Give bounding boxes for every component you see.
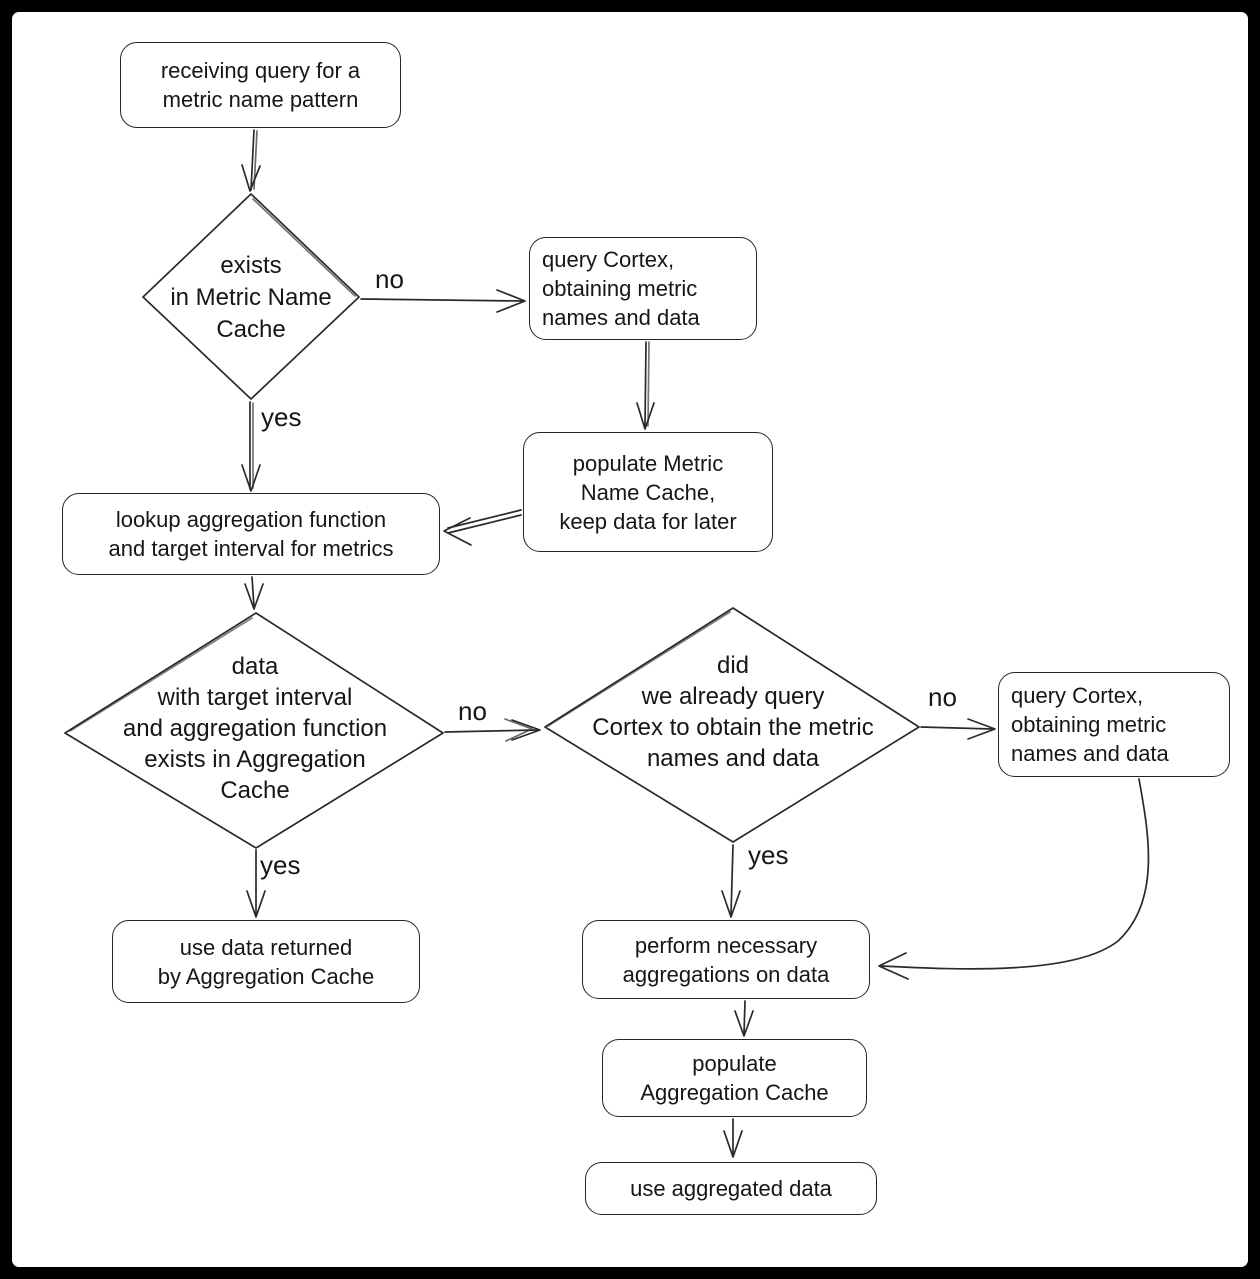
edge-label-yes-already-queried: yes — [748, 840, 789, 870]
edge-label-no-already-queried: no — [928, 682, 957, 712]
decision-data-exists-aggregation-cache-sketch — [69, 617, 253, 732]
edge-receive-to-exists — [250, 129, 255, 191]
node-perform-aggregations: perform necessary aggregations on data — [582, 920, 870, 999]
edge-query-to-populate-arrowhead — [636, 402, 655, 430]
node-receiving-query: receiving query for a metric name patter… — [120, 42, 401, 128]
edge-perform-to-populate-ac-arrowhead — [734, 1010, 754, 1037]
node-populate-metric-name-cache: populate Metric Name Cache, keep data fo… — [523, 432, 773, 552]
edge-label-no-aggregation-cache: no — [458, 696, 487, 726]
edge-already-yes-arrowhead — [721, 890, 741, 918]
edge-label-yes-exists-cache: yes — [261, 402, 302, 432]
edge-populate-to-lookup-sketch — [447, 514, 522, 534]
edge-lookup-to-data-exists — [251, 576, 255, 608]
decision-exists-metric-name-cache-shape — [142, 193, 360, 400]
edge-already-no — [920, 726, 993, 730]
node-use-data-from-aggregation-cache: use data returned by Aggregation Cache — [112, 920, 420, 1003]
edge-populate-ac-to-use-arrowhead — [723, 1130, 743, 1158]
decision-already-queried-cortex-sketch — [547, 611, 731, 727]
node-query-cortex-2: query Cortex, obtaining metric names and… — [998, 672, 1230, 777]
edge-exists-no-arrowhead — [496, 289, 526, 313]
decision-data-exists-aggregation-cache-shape — [64, 612, 444, 849]
edge-data-exists-no-arrowhead-sketch — [504, 718, 533, 742]
edge-lookup-to-data-exists-arrowhead — [244, 583, 264, 610]
edge-populate-to-lookup-arrowhead — [443, 517, 472, 546]
decision-exists-metric-name-cache-sketch — [252, 198, 356, 297]
edge-perform-to-populate-ac — [743, 1000, 746, 1035]
node-lookup-aggregation-function: lookup aggregation function and target i… — [62, 493, 440, 575]
node-use-aggregated-data: use aggregated data — [585, 1162, 877, 1215]
edge-data-exists-no-arrowhead — [511, 719, 541, 741]
edge-receive-to-exists-arrowhead — [241, 164, 261, 192]
edge-data-exists-yes-arrowhead — [246, 890, 266, 918]
edge-exists-no-to-query-cortex — [360, 298, 523, 302]
edge-already-no-arrowhead — [967, 718, 996, 740]
edge-label-no-exists-cache: no — [375, 264, 404, 294]
edge-data-exists-no — [444, 729, 538, 733]
edge-label-yes-aggregation-cache: yes — [260, 850, 301, 880]
node-query-cortex-1: query Cortex, obtaining metric names and… — [529, 237, 757, 340]
edge-populate-to-lookup — [447, 509, 522, 529]
edge-query2-to-perform-arrowhead — [878, 952, 909, 980]
decision-already-queried-cortex-shape — [544, 607, 920, 843]
edge-query-to-populate-sketch — [647, 341, 650, 427]
edge-query2-to-perform — [881, 778, 1150, 970]
edge-already-yes — [730, 844, 734, 916]
edge-exists-yes-arrowhead — [241, 464, 261, 492]
edge-query-to-populate — [644, 341, 647, 428]
node-populate-aggregation-cache: populate Aggregation Cache — [602, 1039, 867, 1117]
